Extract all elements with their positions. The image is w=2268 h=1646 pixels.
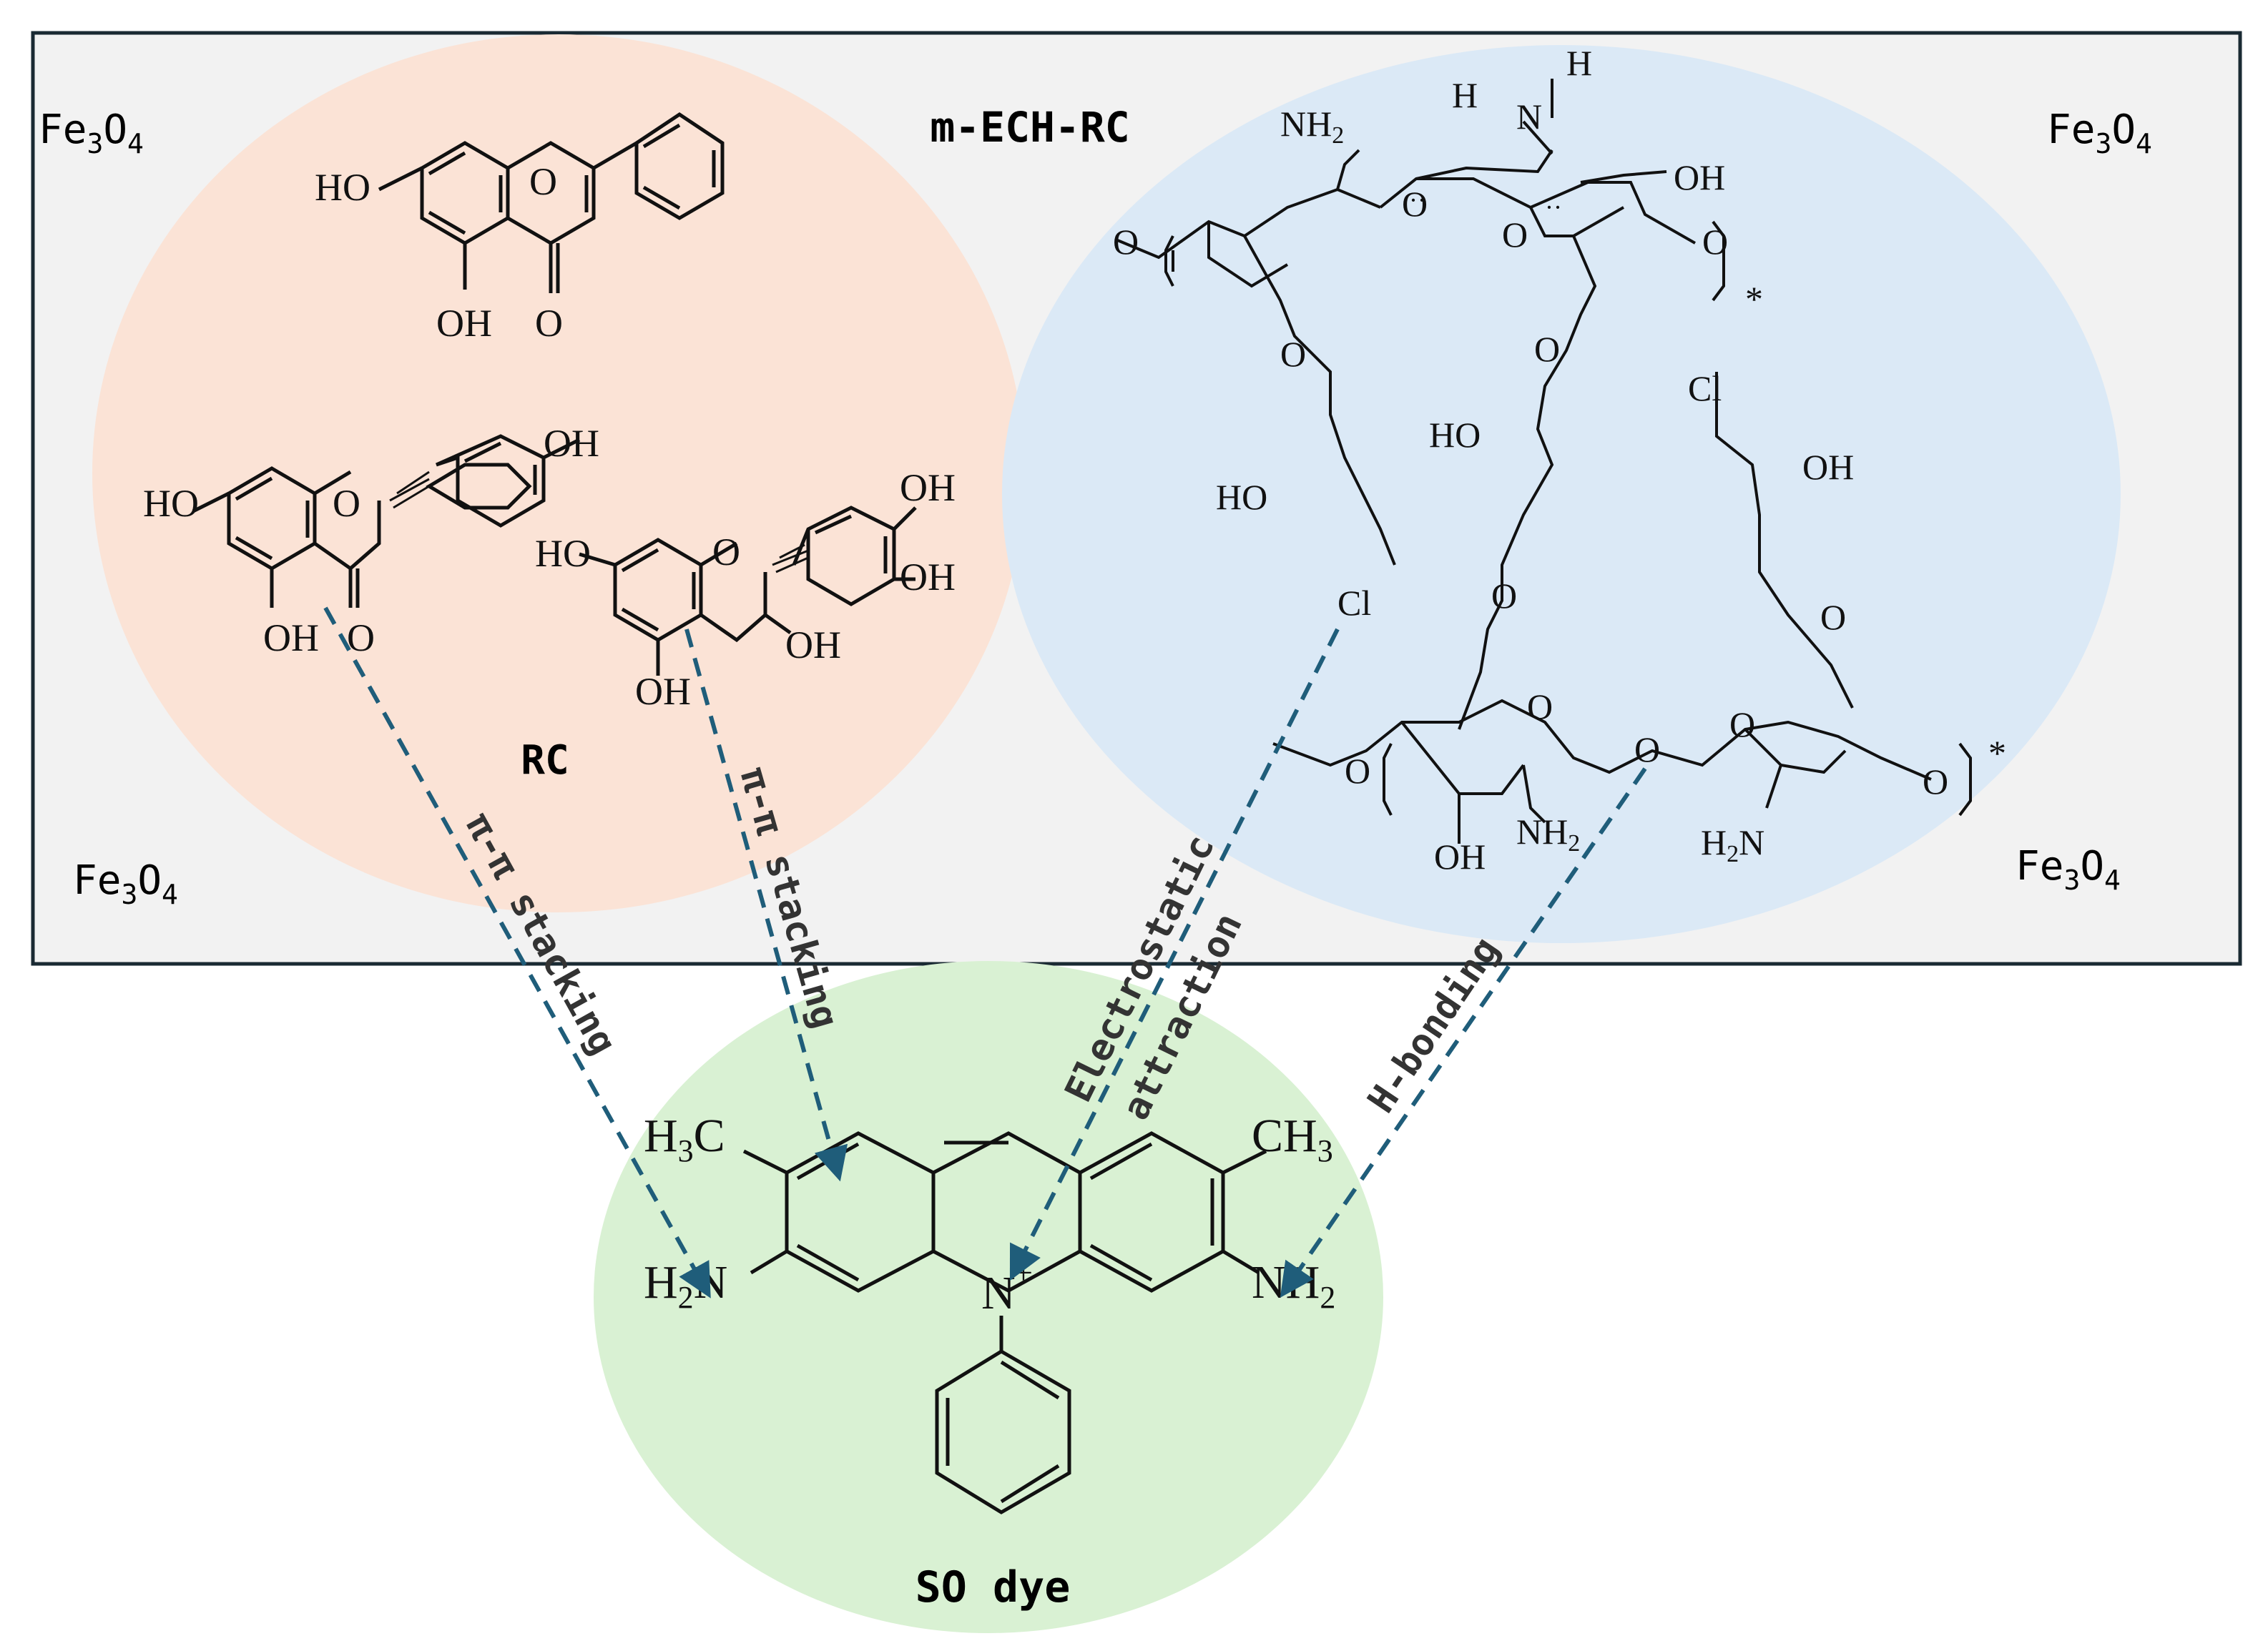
svg-text:O: O	[1534, 329, 1560, 369]
so-dye-molecule	[742, 1131, 1267, 1514]
svg-text:O: O	[1402, 184, 1428, 224]
svg-text:CH3: CH3	[1252, 1110, 1333, 1168]
svg-text:OH: OH	[1674, 157, 1725, 197]
chitosan-labels: NH2 H H N OH O O O * O ·· ·· O HO O HO C…	[1113, 43, 2006, 877]
svg-text:OH: OH	[1802, 447, 1854, 487]
svg-text:Fe3O4: Fe3O4	[2047, 107, 2152, 159]
svg-text:OH: OH	[1434, 837, 1486, 877]
svg-text:Cl: Cl	[1688, 368, 1722, 408]
rc-flavanol-molecule	[579, 506, 917, 676]
svg-text:HO: HO	[1429, 415, 1481, 455]
fe3o4-label-top-left: Fe3O4	[39, 107, 144, 159]
svg-text:Fe3O4: Fe3O4	[2016, 843, 2121, 896]
svg-text:HO: HO	[535, 532, 591, 575]
svg-text:NH2: NH2	[1516, 812, 1580, 857]
fe3o4-label-bottom-left: Fe3O4	[73, 857, 178, 910]
svg-text:O: O	[1345, 751, 1370, 791]
svg-text:HO: HO	[315, 166, 370, 209]
svg-text:H2N: H2N	[1701, 822, 1764, 867]
rc-flavone-molecule	[378, 112, 725, 293]
svg-text:+: +	[1014, 1254, 1033, 1291]
svg-text:O: O	[333, 482, 360, 525]
svg-text:Fe3O4: Fe3O4	[73, 857, 178, 910]
svg-text:*: *	[1988, 733, 2006, 773]
svg-text:Cl: Cl	[1337, 583, 1371, 623]
svg-text:OH: OH	[635, 670, 691, 713]
svg-text:OH: OH	[900, 466, 956, 509]
svg-text:O: O	[1702, 222, 1728, 262]
svg-text:H3C: H3C	[644, 1110, 725, 1168]
svg-text:Fe3O4: Fe3O4	[39, 107, 144, 159]
svg-text:··: ··	[1545, 193, 1562, 222]
svg-text:O: O	[1634, 729, 1660, 769]
rc-flavone-labels: O HO OH O	[315, 160, 563, 345]
chitosan-network	[1115, 79, 1972, 844]
svg-text:H: H	[1566, 43, 1592, 83]
svg-text:O: O	[1923, 762, 1948, 802]
so-dye-label: SO dye	[915, 1562, 1071, 1612]
svg-text:O: O	[1820, 597, 1846, 637]
svg-text:O: O	[1113, 222, 1139, 262]
svg-text:··: ··	[1409, 186, 1426, 215]
svg-text:O: O	[347, 616, 375, 659]
svg-text:OH: OH	[544, 422, 599, 465]
svg-text:HO: HO	[143, 482, 199, 525]
svg-text:H: H	[1452, 75, 1478, 115]
svg-text:OH: OH	[263, 616, 319, 659]
rc-label: RC	[521, 737, 569, 784]
chitosan-region	[1002, 45, 2121, 943]
so-dye-region	[594, 961, 1383, 1633]
h-bonding-arrow	[1280, 767, 1647, 1298]
svg-text:N: N	[1516, 97, 1542, 137]
svg-text:NH2: NH2	[1280, 104, 1344, 149]
svg-text:*: *	[1745, 279, 1763, 319]
svg-text:O: O	[1527, 686, 1553, 726]
rc-flavanone-molecule	[192, 434, 581, 608]
svg-text:OH: OH	[436, 302, 492, 345]
svg-text:O: O	[529, 160, 557, 203]
rc-flavanol-labels: O HO OH OH OH OH	[535, 466, 956, 713]
pi-stacking-arrow-1	[323, 606, 711, 1298]
svg-text:O: O	[535, 302, 563, 345]
svg-text:O: O	[1491, 576, 1517, 616]
svg-text:O: O	[1280, 334, 1306, 374]
rc-region	[92, 34, 1025, 912]
fe3o4-label-bottom-right: Fe3O4	[2016, 843, 2121, 896]
svg-text:O: O	[1729, 704, 1755, 744]
svg-text:O: O	[712, 531, 740, 573]
svg-text:OH: OH	[900, 556, 956, 598]
svg-text:OH: OH	[785, 624, 841, 666]
composite-title: m-ECH-RC	[930, 103, 1129, 152]
interaction-arrows	[323, 606, 1647, 1298]
svg-text:HO: HO	[1216, 477, 1267, 517]
rc-flavanol-stereo	[772, 543, 809, 573]
pi-stacking-arrow-2	[684, 629, 848, 1182]
svg-text:N: N	[981, 1267, 1016, 1319]
fe3o4-label-top-right: Fe3O4	[2047, 107, 2152, 159]
svg-text:O: O	[1502, 215, 1528, 255]
rc-flavanone-labels: O HO OH O OH	[143, 422, 599, 659]
rc-flavanone-stereo	[389, 470, 430, 509]
